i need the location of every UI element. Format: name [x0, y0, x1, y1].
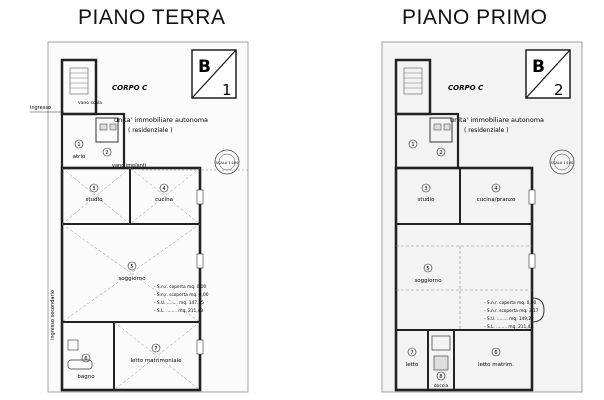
- room-7-number: 7: [154, 346, 157, 352]
- stamp-text: SCALA 1:100: [216, 161, 239, 165]
- room-5-number: 5: [426, 266, 429, 272]
- unit-sublabel: ( residenziale ): [464, 127, 508, 134]
- room-4-number: 4: [494, 186, 497, 192]
- room-1-number: 1: [411, 142, 414, 148]
- room-4-name: cucina/pranzo: [477, 197, 516, 203]
- area-summary: - S.n.r. coperta mq. 0,00 - S.n.r. scope…: [484, 300, 539, 330]
- partition-lines: [396, 245, 532, 330]
- room-5-number: 5: [130, 264, 133, 270]
- first-floor-plan: B 2 CORPO C unita' immobiliare autonoma …: [381, 41, 583, 393]
- sheet-badge: B 1: [191, 49, 237, 99]
- ground-floor-plan: B 1 CORPO C unita' immobiliare autonoma …: [30, 41, 250, 393]
- vault-lines: [61, 167, 201, 391]
- stamp-text: SCALA 1:100: [551, 161, 574, 165]
- sheet-frame: [381, 41, 583, 393]
- room-3-number: 3: [92, 186, 95, 192]
- room-6-name: letto matrim.: [478, 362, 514, 368]
- unit-label: unita' immobiliare autonoma: [450, 116, 544, 124]
- side-entrance-label: ingresso secondario: [50, 290, 56, 340]
- vano-impianti-label: vano impianti: [112, 163, 146, 169]
- left-plan-title: PIANO TERRA: [78, 6, 226, 29]
- room-labels: 1 2 3 studio 4 cucina/pranzo 5 soggiorno…: [406, 139, 516, 389]
- area-line-1: - S.n.r. coperta mq. 0,00: [484, 300, 536, 306]
- room-3-name: studio: [86, 197, 104, 203]
- room-2-number: 2: [439, 150, 442, 156]
- compass-stamp: SCALA 1:100: [549, 149, 575, 175]
- room-7-name: letto: [406, 362, 419, 368]
- right-plan-title: PIANO PRIMO: [402, 6, 548, 29]
- corpo-label: CORPO C: [448, 84, 484, 92]
- room-7-number: 7: [410, 350, 413, 356]
- area-line-3: - S.U. ........ mq. 147,35: [154, 300, 204, 306]
- area-line-4: - S.L. ........ mq. 211,43: [154, 308, 203, 314]
- area-line-2: - S.n.r. scoperta mq. 0,00: [154, 292, 209, 298]
- room-3-name: studio: [418, 197, 436, 203]
- building-outline: [394, 166, 534, 392]
- ingresso-label: ingresso: [30, 105, 51, 111]
- area-line-3: - S.U. ........ mq. 149,22: [484, 316, 534, 322]
- area-summary: - S.n.r. coperta mq. 0,00 - S.n.r. scope…: [154, 284, 209, 314]
- corpo-label: CORPO C: [112, 84, 148, 92]
- room-6-name: bagno: [77, 374, 95, 380]
- room-7-name: letto matrimoniale: [130, 358, 182, 364]
- room-1-number: 1: [77, 142, 80, 148]
- sheet-frame: [47, 41, 249, 393]
- room-6-number: 6: [494, 350, 497, 356]
- badge-letter: B: [198, 57, 211, 77]
- room-6-number: 6: [84, 356, 87, 362]
- room-4-name: cucina: [155, 197, 173, 203]
- area-line-2: - S.n.r. scoperta mq. 3,17: [484, 308, 539, 314]
- room-5-name: soggiorno: [118, 276, 146, 282]
- room-3-number: 3: [424, 186, 427, 192]
- unit-label: unita' immobiliare autonoma: [114, 116, 208, 124]
- room-2-number: 2: [105, 150, 108, 156]
- room-5-name: soggiorno: [414, 278, 442, 284]
- room-4-number: 4: [162, 186, 165, 192]
- sheet-badge: B 2: [525, 49, 571, 99]
- room-8-number: 8: [439, 374, 442, 380]
- badge-number: 1: [222, 81, 232, 99]
- room-labels: 1 atrio 2 3 studio 4 cucina 5 soggiorno …: [73, 139, 182, 380]
- room-1-name: atrio: [73, 154, 86, 160]
- unit-sublabel: ( residenziale ): [128, 127, 172, 134]
- badge-number: 2: [554, 81, 564, 99]
- area-line-4: - S.L. ........ mq. 211,43: [484, 324, 533, 330]
- area-line-1: - S.n.r. coperta mq. 0,00: [154, 284, 206, 290]
- badge-letter: B: [532, 57, 545, 77]
- room-8-name: doccia: [434, 383, 449, 389]
- vano-scala-label: vano scala: [78, 100, 102, 106]
